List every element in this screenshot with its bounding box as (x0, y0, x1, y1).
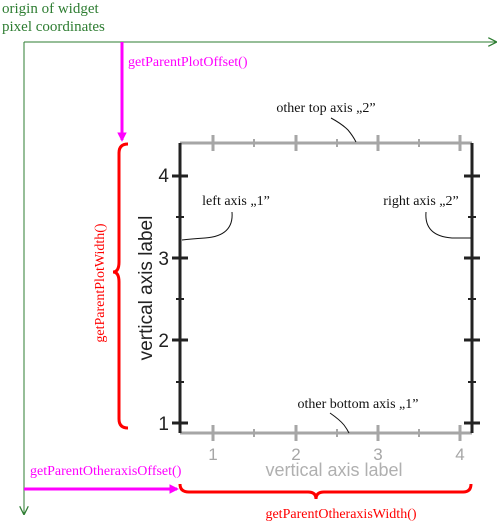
vertical-tick-label-1: 1 (158, 414, 169, 435)
right-axis-callout-line (425, 211, 471, 239)
main-axis-ticks (172, 174, 480, 425)
other-tick-label-1: 1 (208, 445, 217, 464)
plot-offset-label: getParentPlotOffset() (128, 55, 248, 70)
other-axis-tick-labels: 1 2 3 4 (208, 445, 464, 464)
vertical-tick-labels: 1 2 3 4 (158, 166, 169, 435)
origin-label-line2: pixel coordinates (2, 19, 105, 35)
other-tick-label-4: 4 (455, 445, 464, 464)
other-bottom-callout: other bottom axis „1” (298, 397, 419, 412)
other-top-callout-line (330, 117, 357, 143)
plot-width-label: getParentPlotWidth() (93, 223, 108, 343)
otheraxis-offset-label: getParentOtheraxisOffset() (30, 464, 182, 479)
vertical-tick-label-2: 2 (158, 331, 169, 352)
other-tick-label-2: 2 (291, 445, 300, 464)
vertical-tick-label-3: 3 (158, 249, 169, 270)
plot-width-brace (112, 142, 129, 430)
vertical-tick-label-4: 4 (158, 166, 169, 187)
left-axis-callout-line (181, 211, 233, 241)
other-tick-label-3: 3 (373, 445, 382, 464)
right-axis-callout: right axis „2” (383, 194, 458, 209)
left-axis-callout: left axis „1” (202, 194, 270, 209)
other-top-callout: other top axis „2” (276, 101, 375, 116)
vertical-axis-label: vertical axis label (136, 216, 157, 361)
other-axis-ticks (211, 135, 462, 441)
origin-label-line1: origin of widget (2, 1, 99, 17)
otheraxis-width-label: getParentOtheraxisWidth() (265, 507, 416, 522)
other-bottom-callout-line (329, 412, 350, 434)
other-axis-label: vertical axis label (265, 460, 402, 480)
otheraxis-width-brace (178, 483, 473, 500)
